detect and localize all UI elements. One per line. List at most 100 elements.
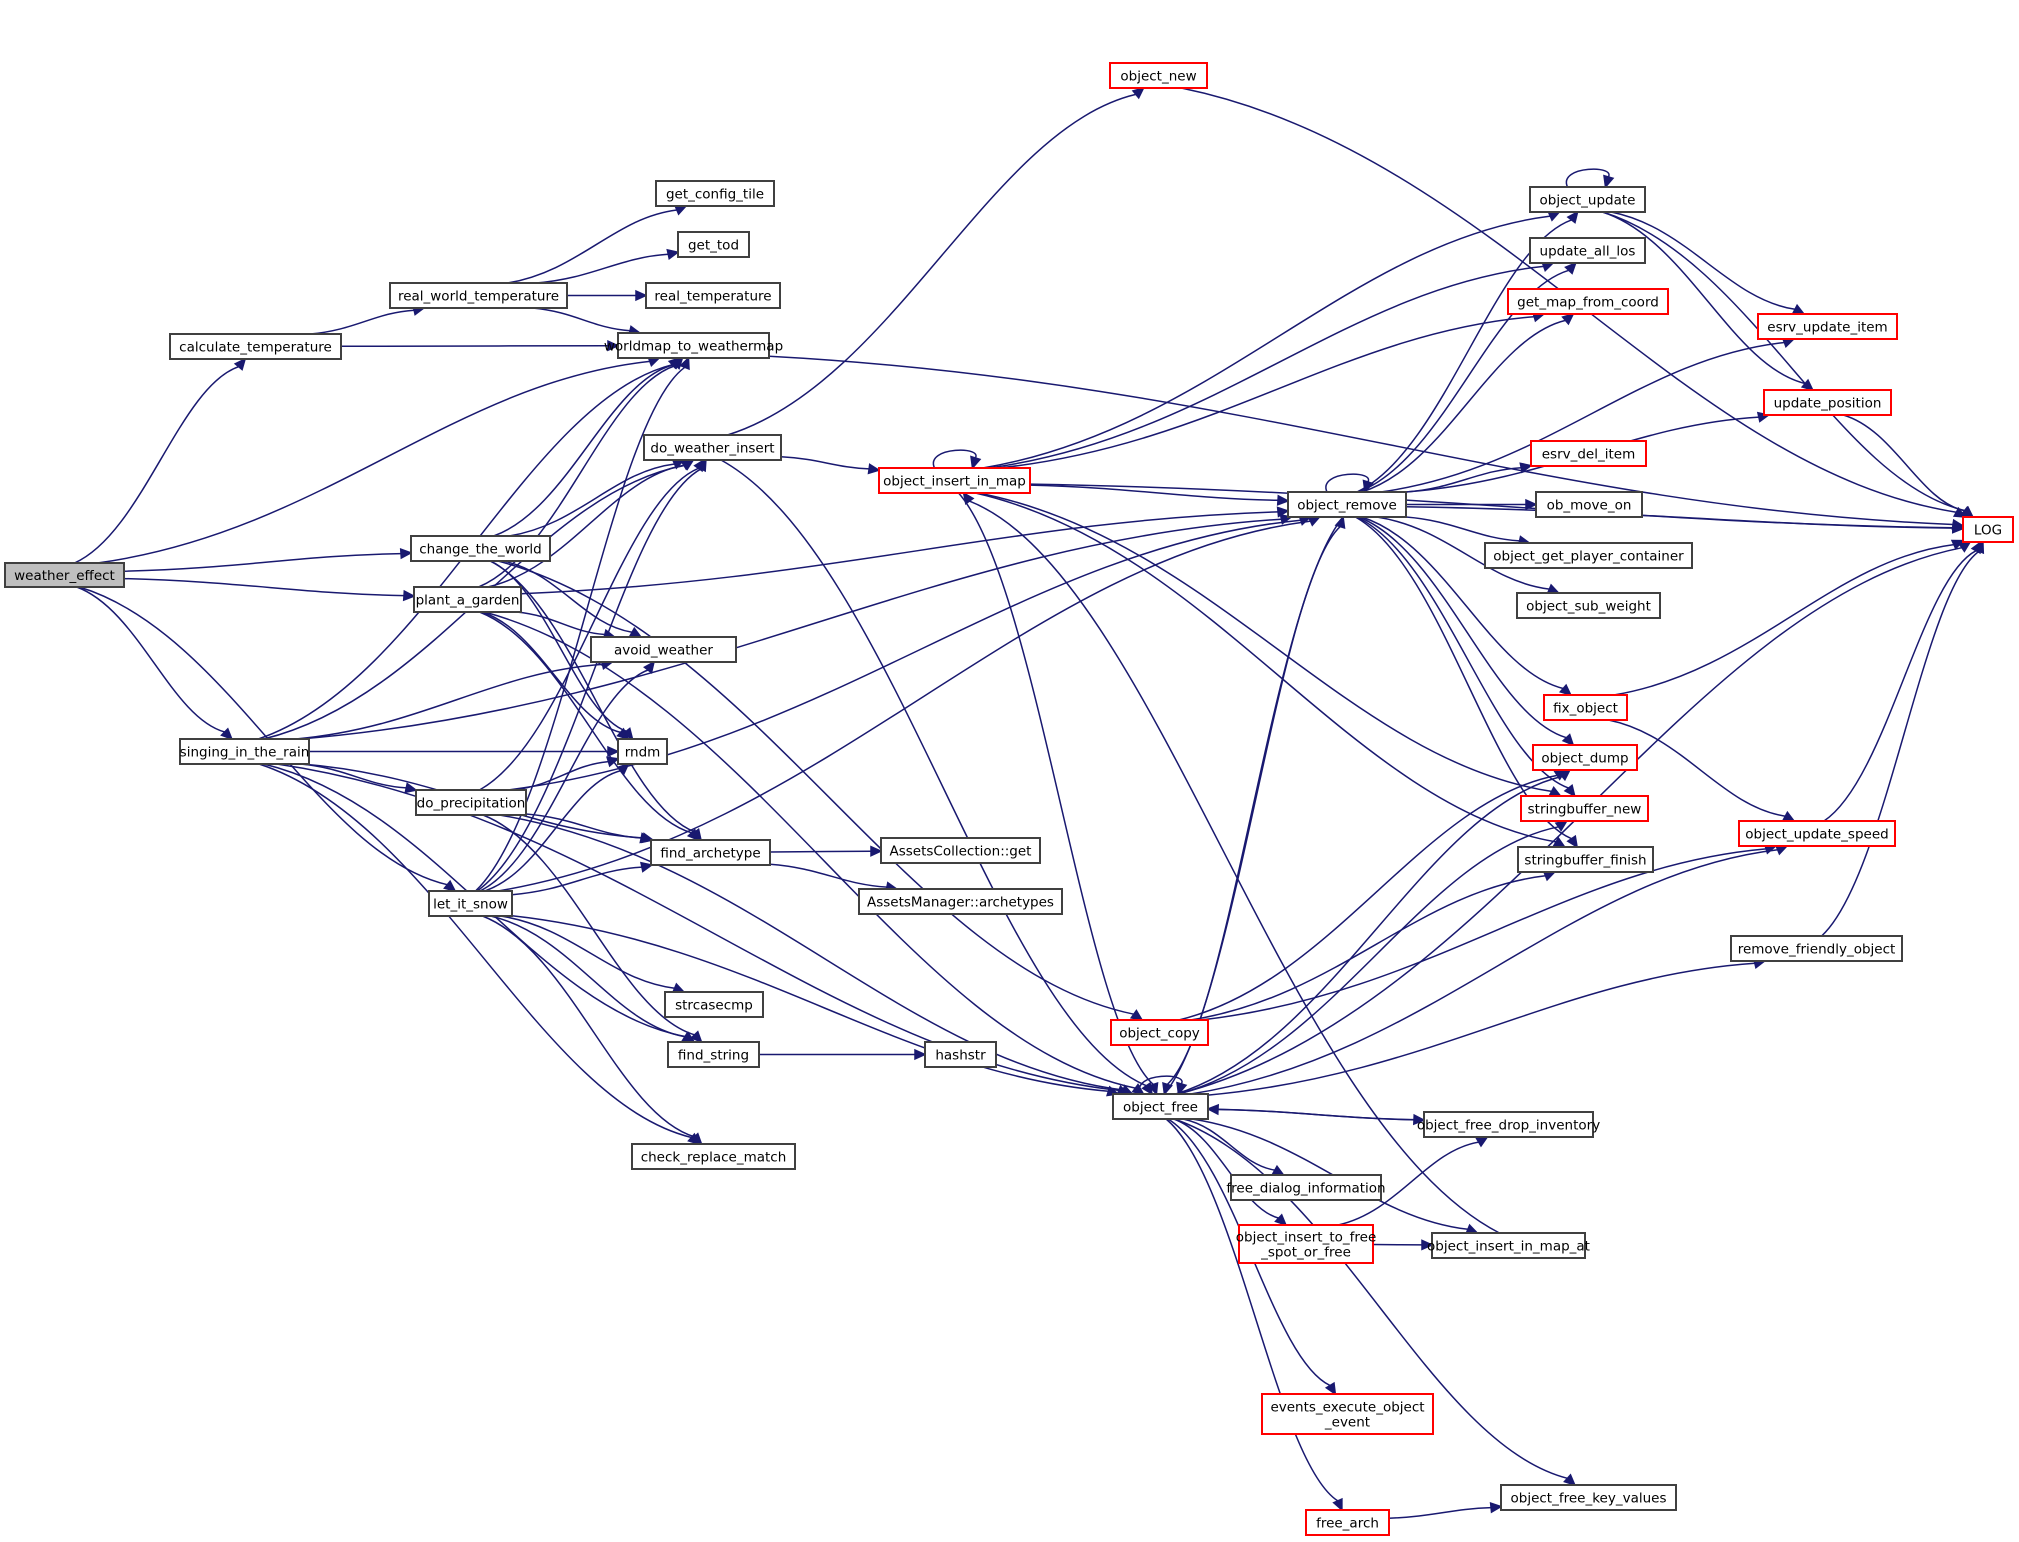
node-singing-in-the-rain[interactable]: singing_in_the_rain: [179, 738, 310, 765]
node-box[interactable]: [1287, 491, 1407, 518]
node-object-update-speed[interactable]: object_update_speed: [1738, 820, 1896, 847]
node-box[interactable]: [645, 282, 781, 309]
node-fix-object[interactable]: fix_object: [1543, 694, 1628, 721]
node-worldmap-to-weathermap[interactable]: worldmap_to_weathermap: [604, 332, 783, 359]
node-object-insert-to-free-spot-or-free[interactable]: object_insert_to_free_spot_or_free: [1236, 1224, 1377, 1264]
node-box[interactable]: [643, 434, 782, 461]
node-avoid-weather[interactable]: avoid_weather: [590, 636, 737, 663]
node-stringbuffer-finish[interactable]: stringbuffer_finish: [1517, 846, 1654, 873]
node-box[interactable]: [1543, 694, 1628, 721]
node-update-position[interactable]: update_position: [1763, 389, 1892, 416]
node-calculate-temperature[interactable]: calculate_temperature: [169, 333, 342, 360]
node-events-execute-object-event[interactable]: events_execute_object_event: [1261, 1393, 1434, 1435]
node-box[interactable]: [413, 586, 522, 613]
node-do-weather-insert[interactable]: do_weather_insert: [643, 434, 782, 461]
node-box[interactable]: [1305, 1509, 1390, 1536]
node-free-arch[interactable]: free_arch: [1305, 1509, 1390, 1536]
node-weather-effect[interactable]: weather_effect: [4, 562, 125, 588]
node-box[interactable]: [1112, 1093, 1209, 1120]
node-box[interactable]: [590, 636, 737, 663]
node-box[interactable]: [650, 839, 771, 866]
node-do-precipitation[interactable]: do_precipitation: [415, 789, 527, 816]
node-box[interactable]: [1530, 440, 1647, 467]
node-object-insert-in-map-at[interactable]: object_insert_in_map_at: [1427, 1232, 1590, 1259]
node-object-dump[interactable]: object_dump: [1532, 744, 1638, 771]
node-box[interactable]: [655, 180, 775, 207]
node-box[interactable]: [878, 467, 1031, 494]
node-box[interactable]: [924, 1041, 997, 1068]
node-box[interactable]: [1730, 935, 1903, 962]
node-box[interactable]: [1423, 1111, 1594, 1138]
node-box[interactable]: [179, 738, 310, 765]
node-get-map-from-coord[interactable]: get_map_from_coord: [1507, 288, 1669, 315]
node-box[interactable]: [880, 837, 1041, 864]
node-box[interactable]: [667, 1041, 760, 1068]
node-object-sub-weight[interactable]: object_sub_weight: [1516, 592, 1661, 619]
node-free-dialog-information[interactable]: free_dialog_information: [1226, 1174, 1386, 1201]
node-real-temperature[interactable]: real_temperature: [645, 282, 781, 309]
node-box[interactable]: [677, 231, 750, 258]
node-box[interactable]: [617, 332, 770, 359]
node-box[interactable]: [1738, 820, 1896, 847]
node-box[interactable]: [415, 789, 527, 816]
node-object-remove[interactable]: object_remove: [1287, 491, 1407, 518]
node-get-config-tile[interactable]: get_config_tile: [655, 180, 775, 207]
node-box[interactable]: [410, 535, 551, 562]
node-box[interactable]: [1500, 1484, 1677, 1511]
node-object-update[interactable]: object_update: [1529, 186, 1646, 213]
node-box[interactable]: [1529, 186, 1646, 213]
node-box[interactable]: [1431, 1232, 1586, 1259]
node-object-free[interactable]: object_free: [1112, 1093, 1209, 1120]
node-ob-move-on[interactable]: ob_move_on: [1535, 491, 1643, 518]
node-object-new[interactable]: object_new: [1109, 62, 1208, 89]
node-get-tod[interactable]: get_tod: [677, 231, 750, 258]
node-box[interactable]: [617, 738, 668, 765]
node-box[interactable]: [1763, 389, 1892, 416]
node-box[interactable]: [1529, 237, 1646, 264]
node-real-world-temperature[interactable]: real_world_temperature: [389, 282, 568, 309]
node-change-the-world[interactable]: change_the_world: [410, 535, 551, 562]
node-box[interactable]: [858, 888, 1063, 915]
node-box[interactable]: [1261, 1393, 1434, 1435]
node-esrv-del-item[interactable]: esrv_del_item: [1530, 440, 1647, 467]
node-remove-friendly-object[interactable]: remove_friendly_object: [1730, 935, 1903, 962]
node-box[interactable]: [1757, 313, 1898, 340]
node-hashstr[interactable]: hashstr: [924, 1041, 997, 1068]
node-box[interactable]: [631, 1143, 796, 1170]
node-object-free-drop-inventory[interactable]: object_free_drop_inventory: [1417, 1111, 1600, 1138]
node-check-replace-match[interactable]: check_replace_match: [631, 1143, 796, 1170]
node-assetscollection-get[interactable]: AssetsCollection::get: [880, 837, 1041, 864]
node-plant-a-garden[interactable]: plant_a_garden: [413, 586, 522, 613]
node-update-all-los[interactable]: update_all_los: [1529, 237, 1646, 264]
node-box[interactable]: [1109, 62, 1208, 89]
node-object-free-key-values[interactable]: object_free_key_values: [1500, 1484, 1677, 1511]
node-box[interactable]: [389, 282, 568, 309]
node-box[interactable]: [1535, 491, 1643, 518]
node-box[interactable]: [4, 562, 125, 588]
node-object-copy[interactable]: object_copy: [1110, 1019, 1209, 1046]
node-esrv-update-item[interactable]: esrv_update_item: [1757, 313, 1898, 340]
node-find-archetype[interactable]: find_archetype: [650, 839, 771, 866]
node-box[interactable]: [1484, 542, 1693, 569]
node-box[interactable]: [1507, 288, 1669, 315]
node-let-it-snow[interactable]: let_it_snow: [428, 890, 513, 917]
node-box[interactable]: [664, 991, 764, 1018]
node-object-insert-in-map[interactable]: object_insert_in_map: [878, 467, 1031, 494]
node-strcasecmp[interactable]: strcasecmp: [664, 991, 764, 1018]
node-rndm[interactable]: rndm: [617, 738, 668, 765]
node-log[interactable]: LOG: [1962, 516, 2014, 543]
node-box[interactable]: [1516, 592, 1661, 619]
node-object-get-player-container[interactable]: object_get_player_container: [1484, 542, 1693, 569]
node-find-string[interactable]: find_string: [667, 1041, 760, 1068]
node-box[interactable]: [428, 890, 513, 917]
node-box[interactable]: [1962, 516, 2014, 543]
node-stringbuffer-new[interactable]: stringbuffer_new: [1520, 795, 1649, 822]
node-box[interactable]: [1517, 846, 1654, 873]
node-assetsmanager-archetypes[interactable]: AssetsManager::archetypes: [858, 888, 1063, 915]
node-box[interactable]: [1110, 1019, 1209, 1046]
node-box[interactable]: [1230, 1174, 1382, 1201]
node-box[interactable]: [1532, 744, 1638, 771]
node-box[interactable]: [1520, 795, 1649, 822]
node-box[interactable]: [1238, 1224, 1374, 1264]
node-box[interactable]: [169, 333, 342, 360]
